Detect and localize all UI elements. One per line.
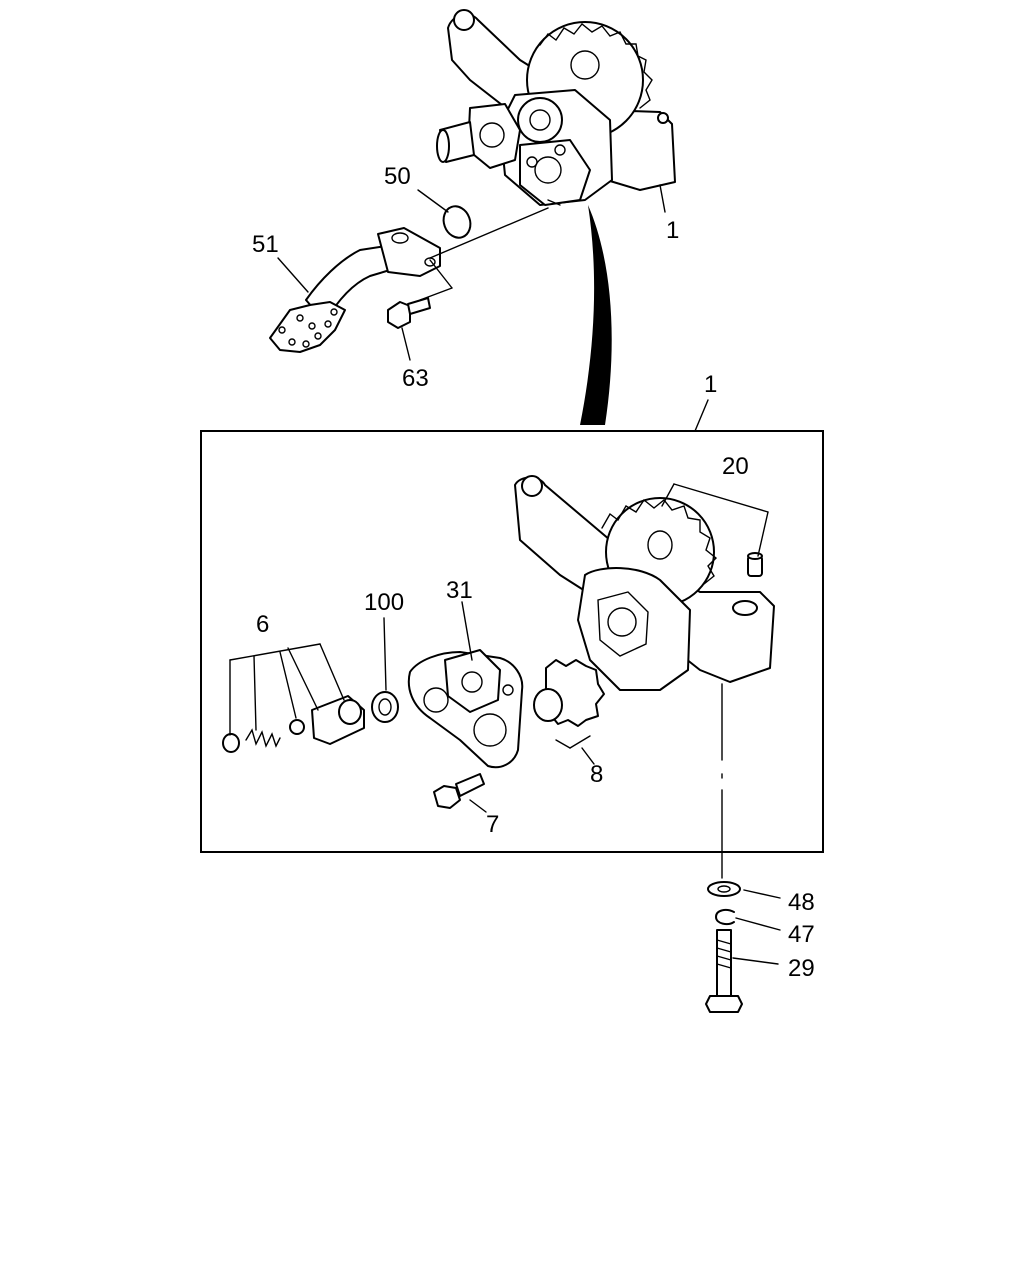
bolt-63 xyxy=(387,297,431,329)
bolt-7 xyxy=(433,773,485,809)
callout-1-top: 1 xyxy=(666,217,679,244)
washer xyxy=(371,691,399,723)
spring-washer xyxy=(715,908,735,926)
callout-7: 7 xyxy=(486,811,499,838)
pump-body-exploded xyxy=(514,475,775,691)
callout-51: 51 xyxy=(252,231,279,258)
callout-48: 48 xyxy=(788,889,815,916)
exploded-detail-frame xyxy=(200,430,824,853)
callout-1-box: 1 xyxy=(704,371,717,398)
cover-plate xyxy=(407,649,524,769)
callout-8: 8 xyxy=(590,761,603,788)
oil-pipe xyxy=(269,227,441,353)
callout-6: 6 xyxy=(256,611,269,638)
flat-washer xyxy=(707,881,741,897)
callout-29: 29 xyxy=(788,955,815,982)
explode-arrow xyxy=(580,205,612,425)
relief-valve-kit xyxy=(222,643,365,753)
long-bolt xyxy=(705,929,743,1013)
o-ring xyxy=(442,205,472,239)
callout-47: 47 xyxy=(788,921,815,948)
callout-20: 20 xyxy=(722,453,749,480)
callout-50: 50 xyxy=(384,163,411,190)
callout-100: 100 xyxy=(364,589,404,616)
callout-63: 63 xyxy=(402,365,429,392)
callout-31: 31 xyxy=(446,577,473,604)
oil-pump-assembly xyxy=(436,9,676,206)
driven-gear xyxy=(533,659,605,749)
